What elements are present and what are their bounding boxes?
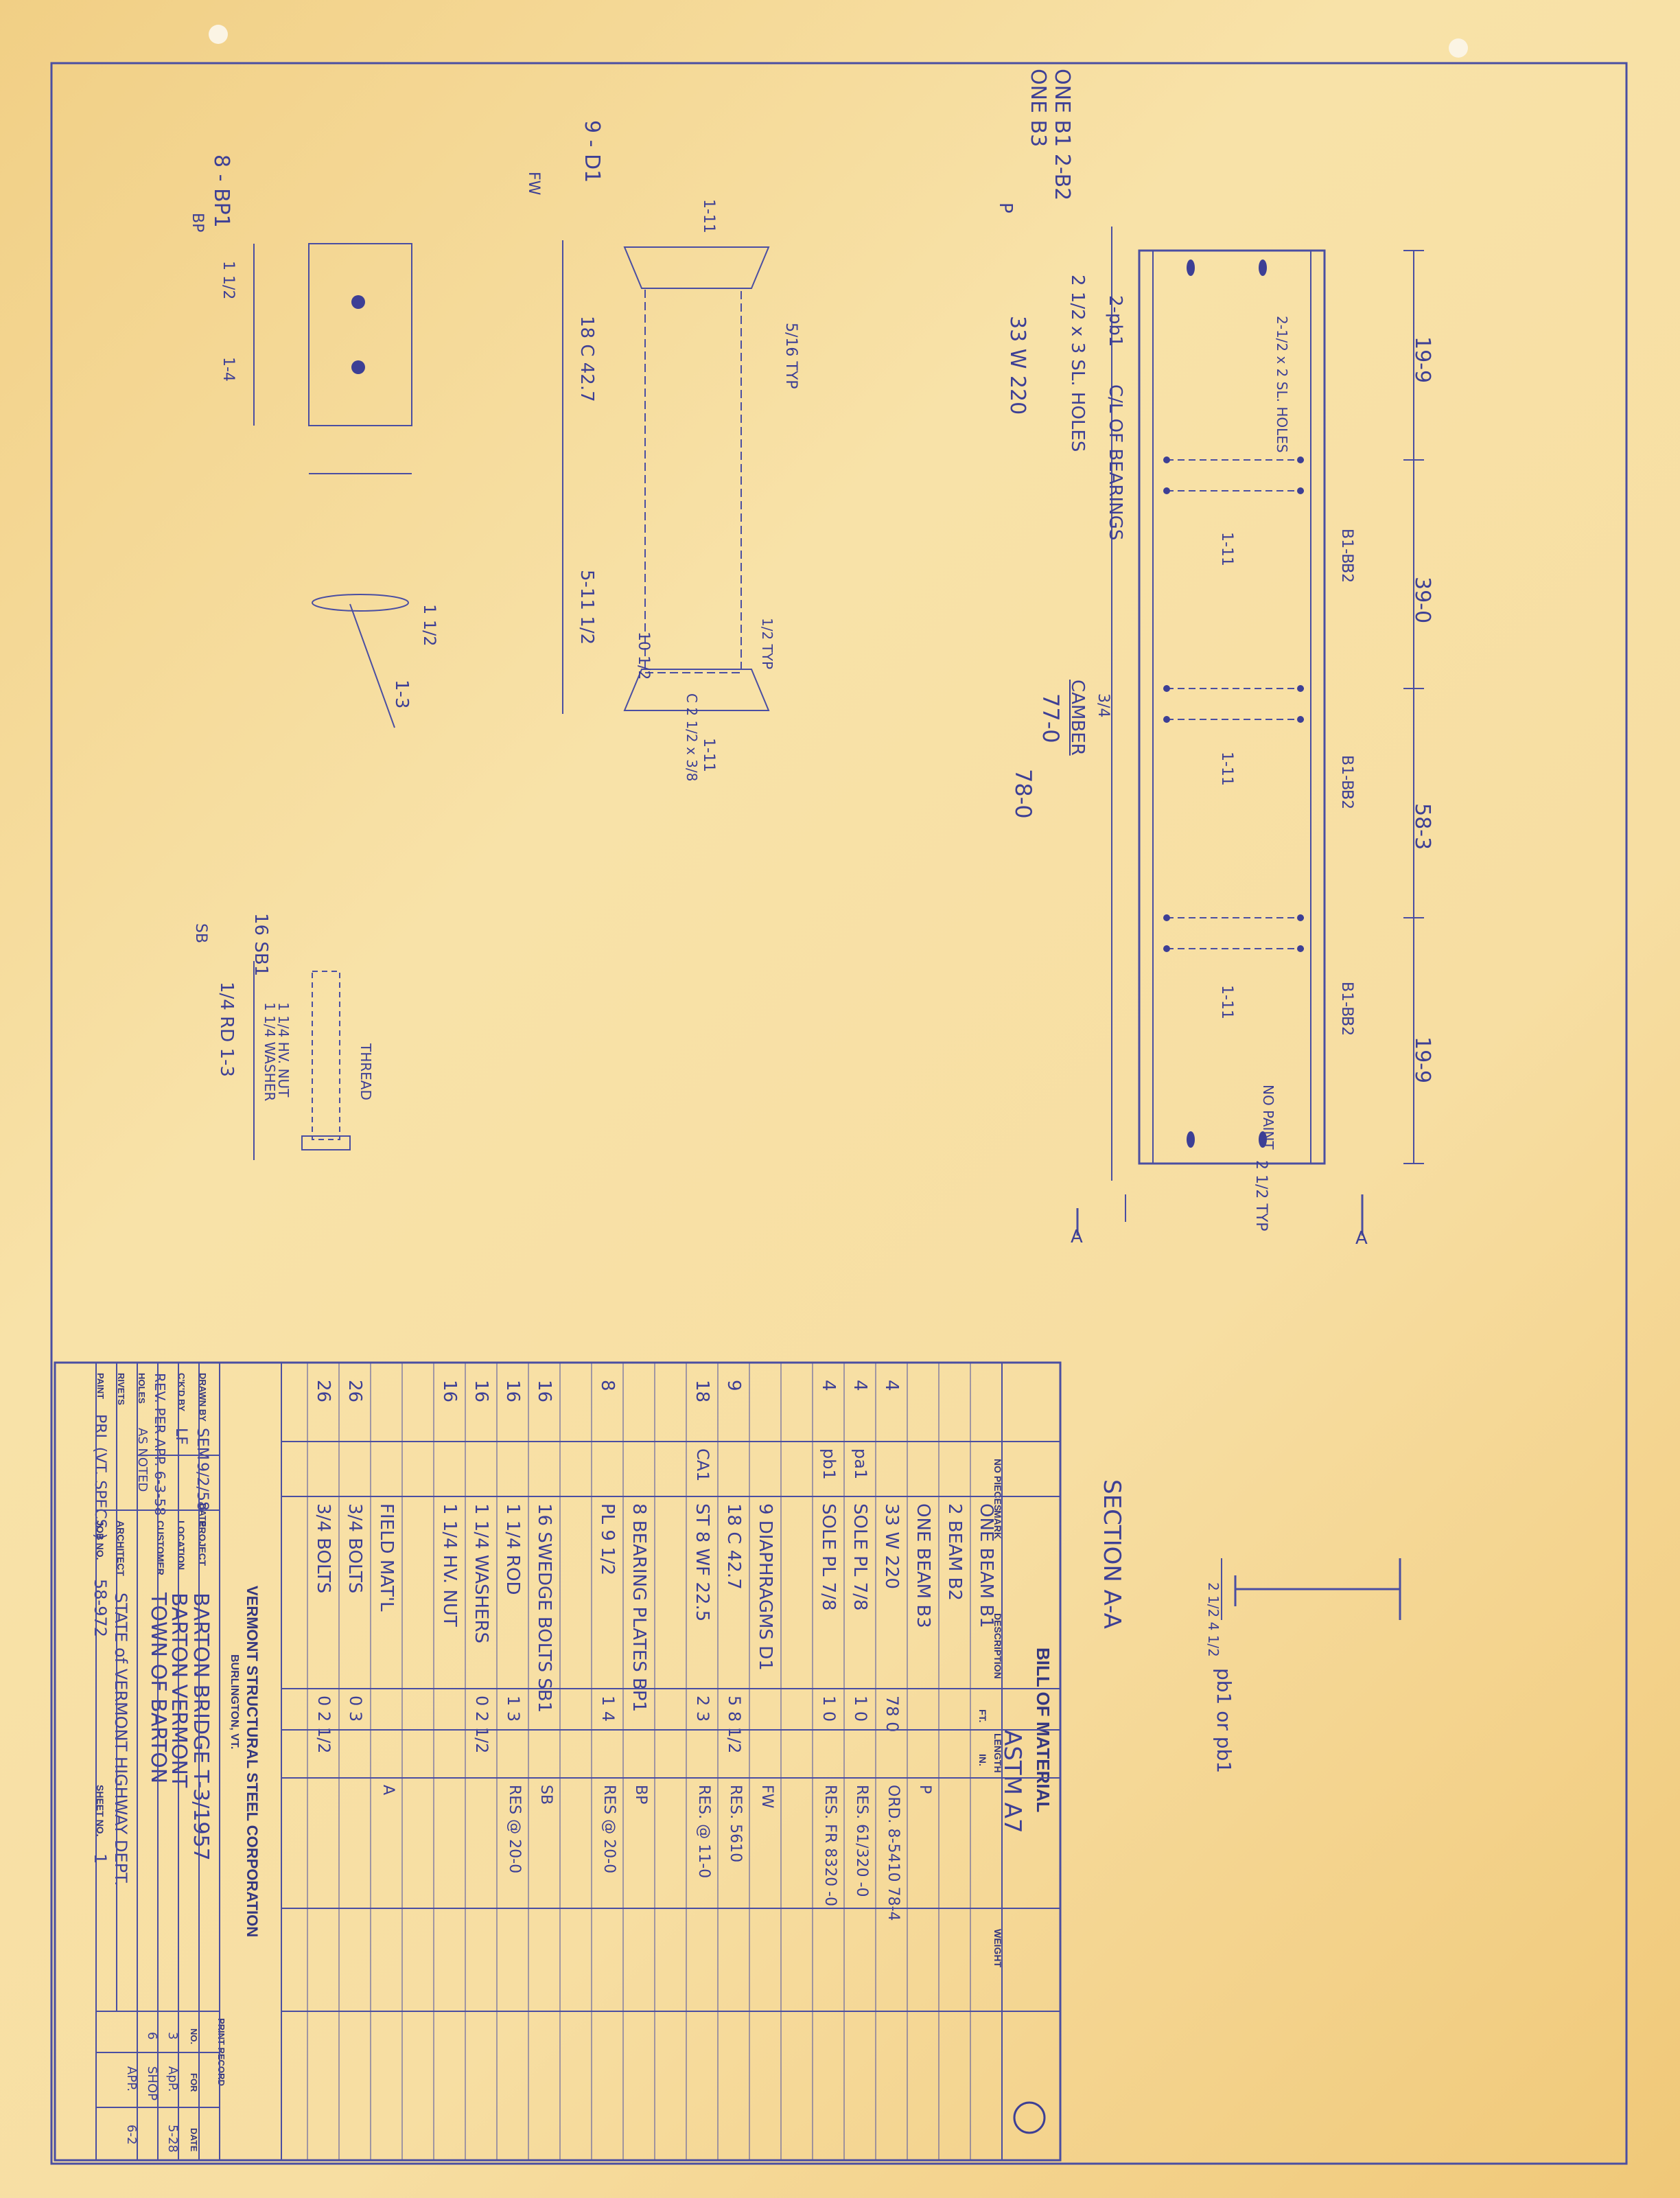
beam-elevation: A A — [1071, 227, 1424, 1249]
svg-text:A: A — [1355, 1228, 1368, 1249]
section-arrow-right: A — [1355, 1194, 1368, 1249]
punch-hole — [1449, 38, 1468, 58]
section-aa-detail — [1221, 1558, 1401, 1620]
drawing-border — [50, 62, 1628, 2165]
bill-of-material — [54, 1361, 1062, 2162]
section-arrow-left: A — [1071, 1208, 1083, 1247]
swedge-bolt-detail — [253, 961, 351, 1160]
punch-hole — [209, 25, 228, 44]
bearing-plate-detail — [253, 243, 412, 728]
weight-circle — [1013, 2101, 1046, 2134]
svg-text:A: A — [1071, 1227, 1083, 1247]
diaphragm-detail — [562, 240, 770, 714]
beam-outline — [1138, 249, 1326, 1165]
